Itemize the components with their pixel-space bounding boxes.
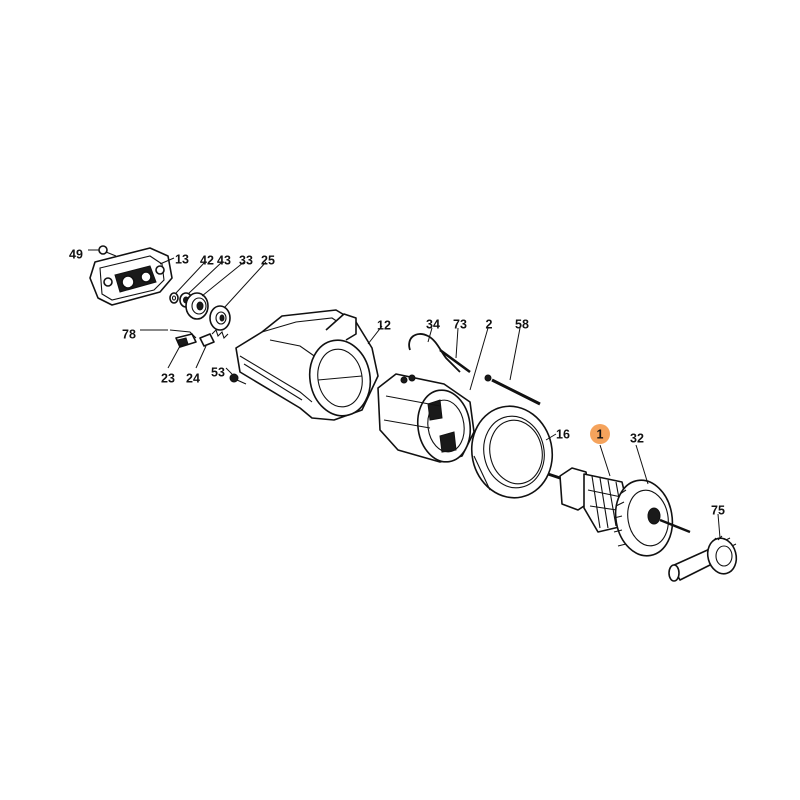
part-42-washer[interactable] <box>169 292 179 304</box>
callout-58[interactable]: 58 <box>515 318 529 332</box>
callout-23[interactable]: 23 <box>161 372 175 386</box>
part-75-pinion[interactable] <box>668 535 740 582</box>
callout-highlight-circle <box>590 424 610 444</box>
callout-78[interactable]: 78 <box>122 328 136 342</box>
callout-number: 33 <box>239 254 253 268</box>
callout-number: 24 <box>186 372 200 386</box>
part-12-motor-housing[interactable] <box>235 309 379 421</box>
callout-number: 43 <box>217 254 231 268</box>
callout-49[interactable]: 49 <box>69 248 83 262</box>
part-53-screw[interactable] <box>229 373 247 385</box>
callout-number: 13 <box>175 253 189 267</box>
leader-lines <box>88 249 721 539</box>
part-13-end-cap[interactable] <box>89 247 173 306</box>
callout-12[interactable]: 12 <box>377 319 391 333</box>
part-23-carbon-brush[interactable] <box>175 333 197 348</box>
callout-33[interactable]: 33 <box>239 254 253 268</box>
callout-34[interactable]: 34 <box>426 318 440 332</box>
callout-73[interactable]: 73 <box>453 318 467 332</box>
callout-16[interactable]: 16 <box>556 428 570 442</box>
callout-2[interactable]: 2 <box>486 318 493 332</box>
callout-42[interactable]: 42 <box>200 254 214 268</box>
callout-number: 73 <box>453 318 467 332</box>
part-78-brush-lead[interactable] <box>169 329 197 339</box>
part-24-brush-holder[interactable] <box>199 328 229 347</box>
part-34-spring-hook[interactable] <box>408 333 461 373</box>
callout-number: 12 <box>377 319 391 333</box>
callout-number: 49 <box>69 248 83 262</box>
callout-number: 25 <box>261 254 275 268</box>
callout-75[interactable]: 75 <box>711 504 725 518</box>
callout-number: 16 <box>556 428 570 442</box>
part-33-ball-bearing[interactable] <box>185 292 209 320</box>
part-25-ring[interactable] <box>209 305 231 331</box>
callout-32[interactable]: 32 <box>630 432 644 446</box>
callout-number: 42 <box>200 254 214 268</box>
callout-1[interactable]: 1 <box>590 424 610 444</box>
part-49-screw[interactable] <box>98 245 117 257</box>
callout-43[interactable]: 43 <box>217 254 231 268</box>
callout-number: 58 <box>515 318 529 332</box>
callout-13[interactable]: 13 <box>175 253 189 267</box>
part-32-fan[interactable] <box>610 476 691 561</box>
part-16-baffle-ring[interactable] <box>463 399 560 506</box>
callout-number: 53 <box>211 366 225 380</box>
callout-25[interactable]: 25 <box>261 254 275 268</box>
callout-number: 75 <box>711 504 725 518</box>
part-73-long-screw[interactable] <box>439 348 471 374</box>
callout-number: 34 <box>426 318 440 332</box>
callout-53[interactable]: 53 <box>211 366 225 380</box>
callout-number: 1 <box>597 428 604 442</box>
callout-number: 78 <box>122 328 136 342</box>
callout-number: 2 <box>486 318 493 332</box>
callout-24[interactable]: 24 <box>186 372 200 386</box>
callout-number: 23 <box>161 372 175 386</box>
callout-number: 32 <box>630 432 644 446</box>
part-2-stator[interactable] <box>377 373 475 465</box>
part-58-long-bolt[interactable] <box>484 374 541 406</box>
